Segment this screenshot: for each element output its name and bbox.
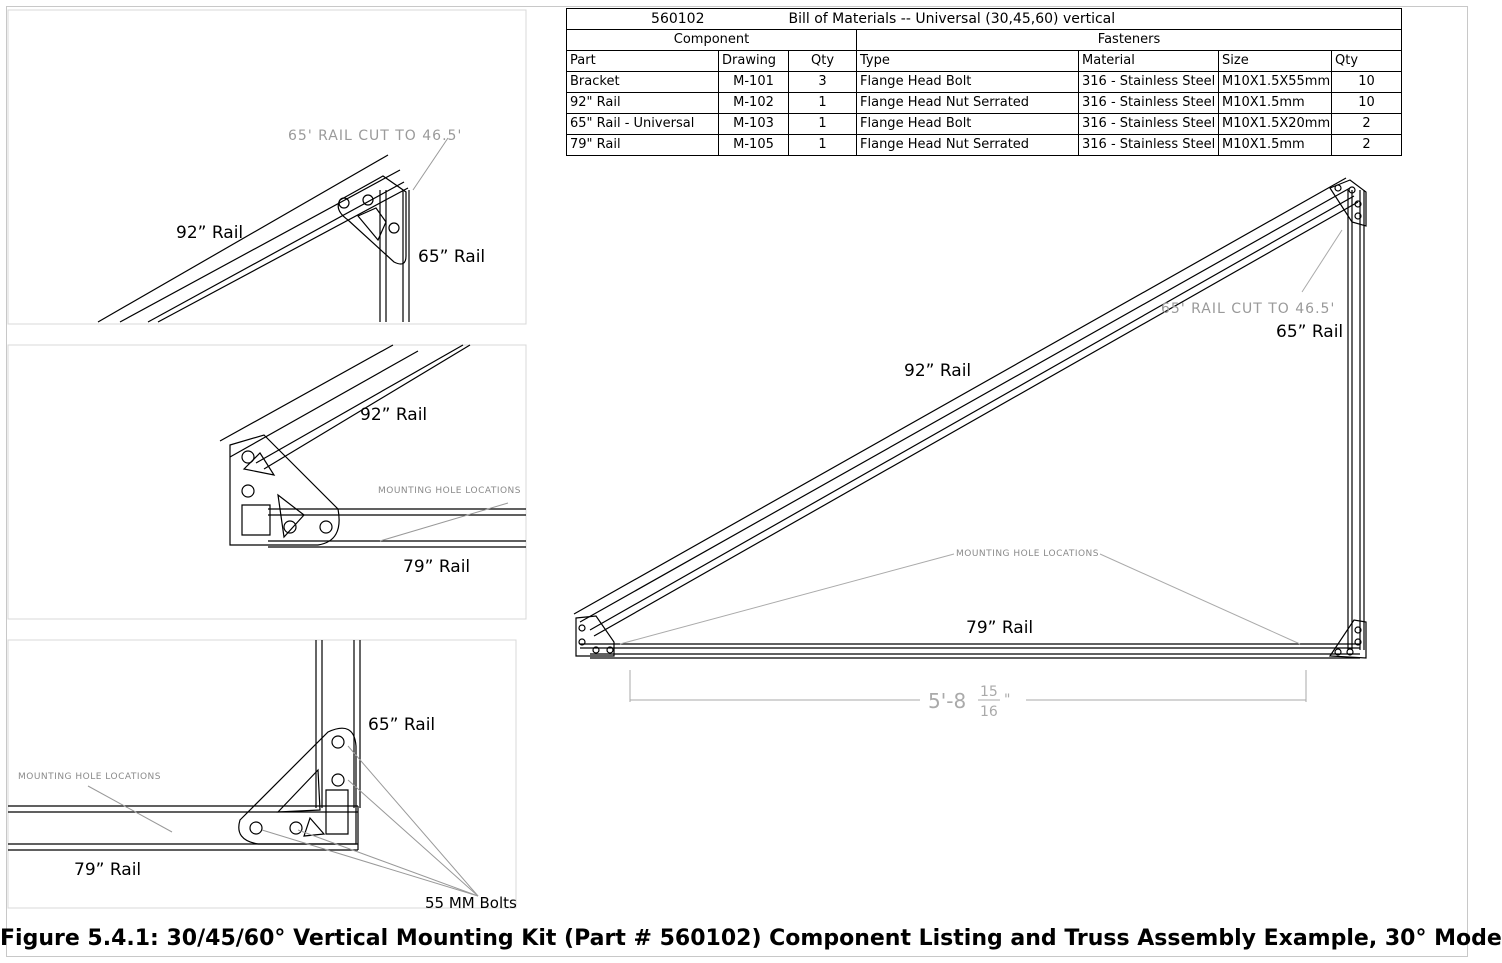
- bom-cell: 79" Rail: [566, 134, 719, 156]
- bom-header-cell: Qty: [1331, 50, 1403, 72]
- drawing-frame: [6, 6, 1468, 957]
- bom-cell: M-103: [717, 113, 790, 135]
- detail-left-corner: 92” Rail 79” Rail MOUNTING HOLE LOCATION…: [7, 344, 527, 620]
- dimension-denominator: 16: [980, 704, 998, 720]
- bom-title-row: 560102 Bill of Materials -- Universal (3…: [565, 8, 1403, 30]
- label-79-rail: 79” Rail: [966, 618, 1033, 638]
- table-row: Bracket M-101 3 Flange Head Bolt 316 - S…: [566, 71, 1403, 93]
- cut-note: 65' RAIL CUT TO 46.5': [1161, 301, 1335, 317]
- detail-top-corner: 92” Rail 65” Rail 65' RAIL CUT TO 46.5': [7, 9, 527, 325]
- table-row: 79" Rail M-105 1 Flange Head Nut Serrate…: [566, 134, 1403, 156]
- bom-header-cell: Qty: [788, 50, 858, 72]
- label-92-rail: 92” Rail: [904, 361, 971, 381]
- bom-cell: 2: [1331, 134, 1403, 156]
- bom-cell: 10: [1331, 92, 1403, 114]
- truss-assembly: 92” Rail 65” Rail 79” Rail 65' RAIL CUT …: [573, 177, 1367, 720]
- mounting-note: MOUNTING HOLE LOCATIONS: [378, 486, 521, 496]
- bom-cell: 2: [1331, 113, 1403, 135]
- label-92-rail: 92” Rail: [176, 223, 243, 243]
- bom-cell: Flange Head Bolt: [856, 71, 1080, 93]
- bom-cell: M-101: [717, 71, 790, 93]
- table-row: 92" Rail M-102 1 Flange Head Nut Serrate…: [566, 92, 1403, 114]
- bom-cell: 10: [1331, 71, 1403, 93]
- bom-cell: 316 - Stainless Steel: [1078, 92, 1220, 114]
- bom-header-row: Part Drawing Qty Type Material Size Qty: [566, 50, 1403, 72]
- bom-group-fasteners: Fasteners: [856, 29, 1403, 51]
- table-row: 65" Rail - Universal M-103 1 Flange Head…: [566, 113, 1403, 135]
- bom-group-row: Component Fasteners: [565, 29, 1403, 51]
- label-65-rail: 65” Rail: [368, 715, 435, 735]
- dimension-numerator: 15: [980, 684, 998, 700]
- label-79-rail: 79” Rail: [403, 557, 470, 577]
- mounting-note: MOUNTING HOLE LOCATIONS: [956, 549, 1099, 559]
- mounting-note: MOUNTING HOLE LOCATIONS: [18, 772, 161, 782]
- label-92-rail: 92” Rail: [360, 405, 427, 425]
- bill-of-materials-table: 560102 Bill of Materials -- Universal (3…: [565, 8, 1403, 156]
- dimension-prefix: 5'-8: [928, 689, 966, 713]
- bom-cell: 1: [788, 134, 858, 156]
- bom-cell: 1: [788, 92, 858, 114]
- bom-cell: M10X1.5X20mm: [1218, 113, 1333, 135]
- bom-cell: M-105: [717, 134, 790, 156]
- bom-cell: M-102: [717, 92, 790, 114]
- bom-header-cell: Size: [1218, 50, 1333, 72]
- bom-cell: Flange Head Nut Serrated: [856, 134, 1080, 156]
- overall-dimension: 5'-8 15 16 ": [928, 684, 1010, 720]
- bom-cell: 316 - Stainless Steel: [1078, 134, 1220, 156]
- bom-cell: Bracket: [566, 71, 719, 93]
- bom-cell: 316 - Stainless Steel: [1078, 113, 1220, 135]
- bom-header-cell: Material: [1078, 50, 1220, 72]
- label-79-rail: 79” Rail: [74, 860, 141, 880]
- bom-cell: 3: [788, 71, 858, 93]
- dimension-suffix: ": [1004, 692, 1010, 708]
- bom-header-cell: Part: [566, 50, 719, 72]
- bom-cell: 65" Rail - Universal: [566, 113, 719, 135]
- bom-cell: M10X1.5X55mm: [1218, 71, 1333, 93]
- bom-cell: 316 - Stainless Steel: [1078, 71, 1220, 93]
- bom-cell: Flange Head Bolt: [856, 113, 1080, 135]
- bom-cell: M10X1.5mm: [1218, 92, 1333, 114]
- bom-cell: M10X1.5mm: [1218, 134, 1333, 156]
- bom-group-component: Component: [565, 29, 858, 51]
- bom-cell: Flange Head Nut Serrated: [856, 92, 1080, 114]
- detail-right-corner: 65” Rail 79” Rail MOUNTING HOLE LOCATION…: [7, 639, 517, 912]
- bom-cell: 1: [788, 113, 858, 135]
- label-65-rail: 65” Rail: [1276, 322, 1343, 342]
- bom-part-number: 560102: [565, 8, 789, 30]
- bom-header-cell: Type: [856, 50, 1080, 72]
- label-55mm-bolts: 55 MM Bolts: [425, 894, 517, 912]
- cut-note: 65' RAIL CUT TO 46.5': [288, 128, 462, 144]
- bom-title: Bill of Materials -- Universal (30,45,60…: [788, 8, 1403, 30]
- bom-cell: 92" Rail: [566, 92, 719, 114]
- label-65-rail: 65” Rail: [418, 247, 485, 267]
- bom-header-cell: Drawing: [717, 50, 790, 72]
- figure-caption: Figure 5.4.1: 30/45/60° Vertical Mountin…: [0, 926, 1502, 951]
